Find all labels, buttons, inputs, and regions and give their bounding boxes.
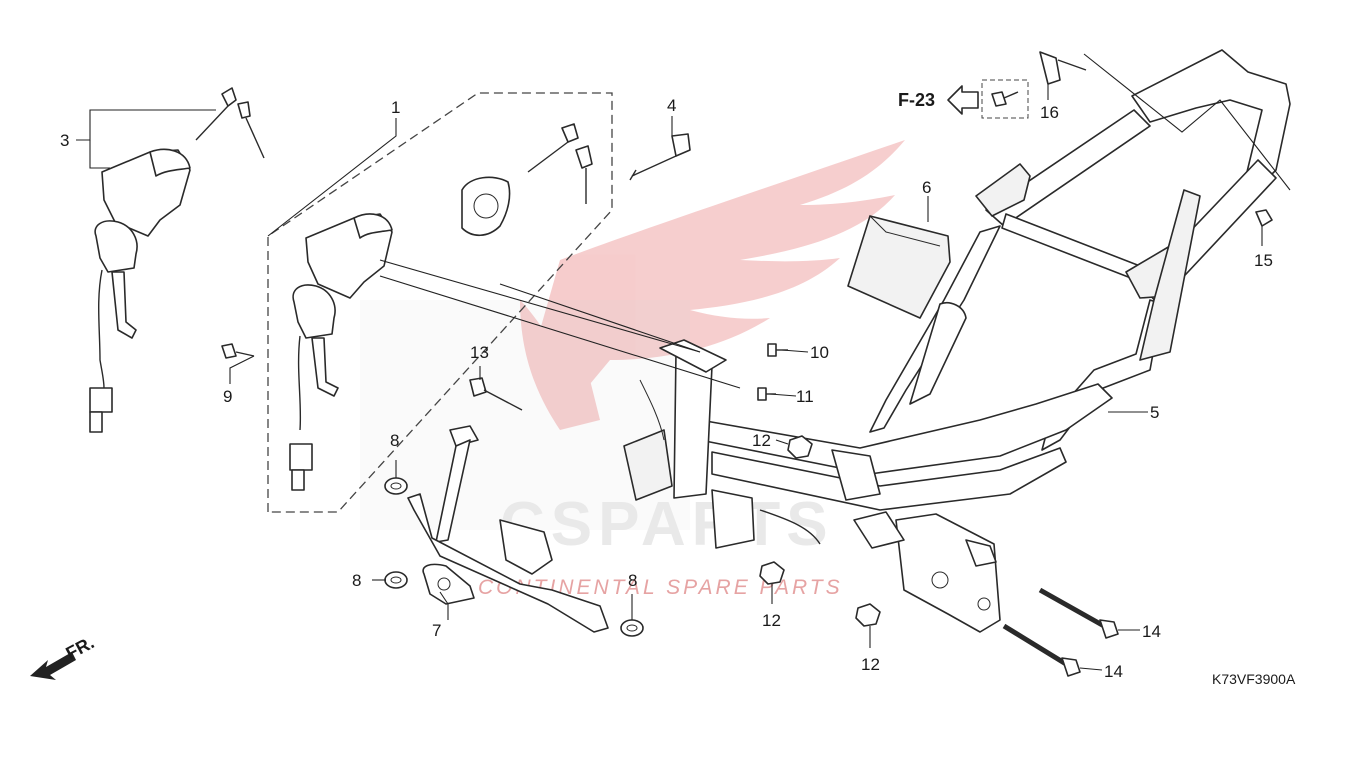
front-arrow-icon: [30, 652, 76, 680]
callout-3: 3: [60, 131, 69, 150]
stay-bracket-7: [407, 425, 609, 633]
callout-9: 9: [223, 387, 232, 406]
bolt-16: [991, 91, 1019, 107]
diagram-code: K73VF3900A: [1212, 671, 1296, 687]
callout-12a: 12: [752, 431, 771, 450]
callout-1: 1: [391, 98, 400, 117]
stay-16: [1039, 51, 1087, 85]
callout-16: 16: [1040, 103, 1059, 122]
cross-reference-label: F-23: [898, 90, 935, 110]
clip-nut-15: [1255, 209, 1273, 227]
callout-4: 4: [667, 96, 676, 115]
callouts: 1 3 4 5 6 7 8 8 8 9 10 11 12 12 12 13 14…: [60, 96, 1273, 681]
bolt-13: [469, 377, 523, 411]
callout-15: 15: [1254, 251, 1273, 270]
grommet-8c: [620, 619, 644, 637]
watermark: CSPARTS CONTINENTAL SPARE PARTS: [360, 140, 905, 599]
bolt-14a: [1038, 587, 1119, 639]
bolt-14b: [1002, 623, 1081, 677]
callout-12b: 12: [762, 611, 781, 630]
arrow-left-icon: [947, 85, 979, 115]
callout-10: 10: [810, 343, 829, 362]
nut-12c: [855, 603, 881, 627]
callout-5: 5: [1150, 403, 1159, 422]
grommet-8b: [384, 571, 408, 589]
keys-3: [195, 87, 265, 159]
callout-8a: 8: [390, 431, 399, 450]
ignition-switch-1: [289, 213, 393, 491]
callout-7: 7: [432, 621, 441, 640]
key-blank-4: [629, 133, 691, 181]
callout-11: 11: [796, 387, 814, 406]
watermark-tagline: CONTINENTAL SPARE PARTS: [478, 576, 843, 599]
cover-plate-6: [847, 215, 951, 319]
cross-reference-f23[interactable]: F-23: [898, 79, 1029, 119]
leader-lines: [76, 53, 1291, 671]
keys-1: [527, 123, 593, 204]
watermark-wordmark: CSPARTS: [500, 490, 834, 559]
kit-boundary-1: [267, 92, 613, 513]
watermark-wing-logo: [520, 140, 905, 430]
screw-9: [221, 343, 255, 359]
callout-12c: 12: [861, 655, 880, 674]
nut-12b: [759, 561, 785, 585]
nut-12a: [787, 435, 813, 459]
key-cylinder-cap: [461, 176, 511, 237]
ignition-switch-3: [89, 148, 191, 433]
callout-8c: 8: [628, 571, 637, 590]
callout-14b: 14: [1104, 662, 1123, 681]
front-direction-indicator: FR.: [30, 632, 97, 680]
main-frame-5: [623, 49, 1291, 633]
callout-8b: 8: [352, 571, 361, 590]
callout-14a: 14: [1142, 622, 1161, 641]
grommet-8a: [384, 477, 408, 495]
callout-6: 6: [922, 178, 931, 197]
callout-13: 13: [470, 343, 489, 362]
